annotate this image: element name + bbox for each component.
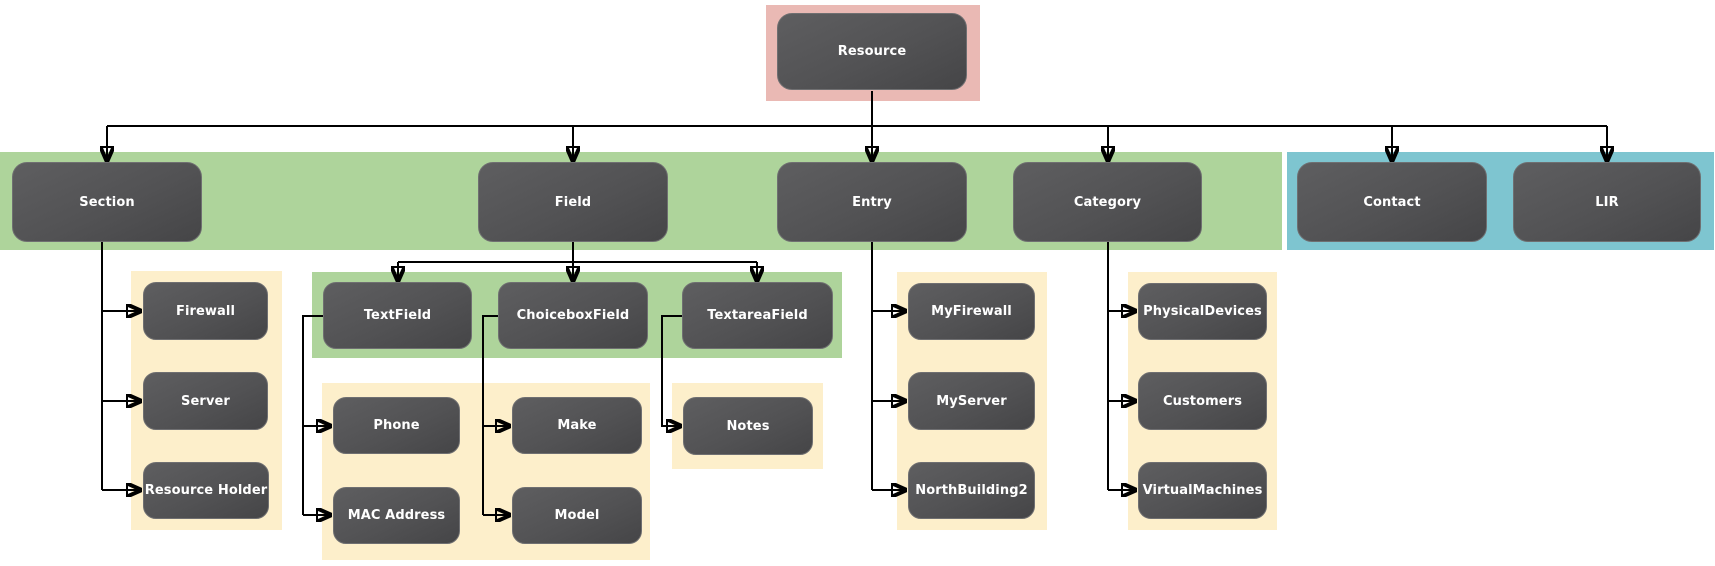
node-lir: LIR [1513,162,1701,242]
node-textareafield: TextareaField [682,282,833,349]
node-phone: Phone [333,397,460,454]
node-make: Make [512,397,642,454]
node-myfirewall: MyFirewall [908,283,1035,340]
node-firewall: Firewall [143,282,268,340]
node-field: Field [478,162,668,242]
node-virtualmachines: VirtualMachines [1138,462,1267,519]
node-customers: Customers [1138,372,1267,430]
node-resource-holder: Resource Holder [143,462,269,519]
edge-root-trunk [107,91,1607,161]
node-northbuilding2: NorthBuilding2 [908,462,1035,519]
node-server: Server [143,372,268,430]
node-category: Category [1013,162,1202,242]
node-myserver: MyServer [908,372,1035,430]
node-model: Model [512,487,642,544]
node-section: Section [12,162,202,242]
node-notes: Notes [683,397,813,455]
node-entry: Entry [777,162,967,242]
node-textfield: TextField [323,282,472,349]
node-resource: Resource [777,13,967,90]
node-physicaldevices: PhysicalDevices [1138,283,1267,340]
node-choiceboxfield: ChoiceboxField [498,282,648,349]
node-mac-address: MAC Address [333,487,460,544]
node-contact: Contact [1297,162,1487,242]
